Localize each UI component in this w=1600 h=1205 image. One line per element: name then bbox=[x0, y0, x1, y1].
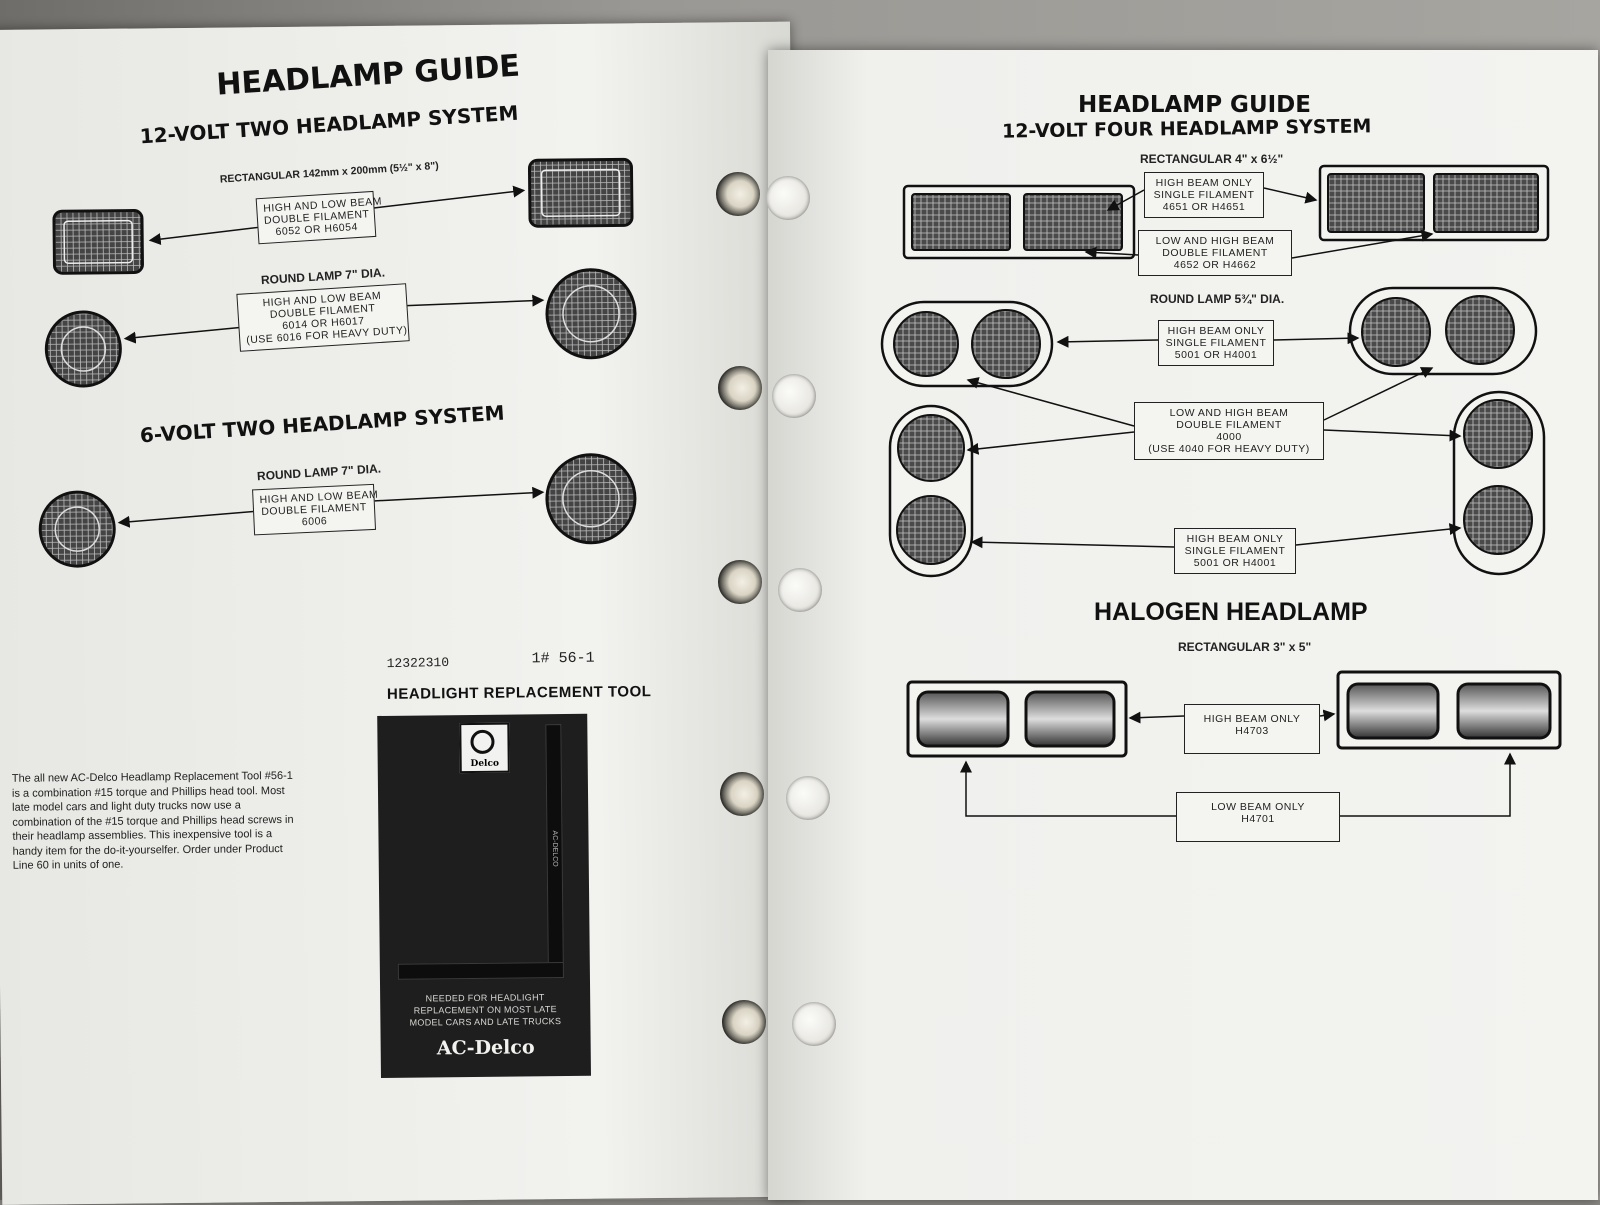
round-headlamp-left-icon bbox=[44, 310, 122, 388]
rect-low-beam-box: LOW AND HIGH BEAM DOUBLE FILAMENT 4652 O… bbox=[1138, 230, 1292, 276]
arrow-line bbox=[1273, 332, 1360, 345]
rect-headlamp-left-icon bbox=[52, 209, 144, 275]
arrow-line bbox=[1295, 523, 1462, 546]
spec-line: LOW AND HIGH BEAM bbox=[1155, 235, 1275, 247]
round-7-spec-box: HIGH AND LOW BEAM DOUBLE FILAMENT 6014 O… bbox=[236, 283, 410, 352]
tool-description: The all new AC-Delco Headlamp Replacemen… bbox=[11, 769, 294, 872]
arrow-line bbox=[970, 536, 1175, 549]
spec-line: (USE 4040 FOR HEAVY DUTY) bbox=[1148, 443, 1310, 455]
tool-wrench-shaft: AC-DELCO bbox=[545, 724, 564, 977]
arrow-line bbox=[960, 760, 1176, 817]
arrow-line bbox=[1323, 429, 1462, 442]
arrow-line bbox=[966, 431, 1135, 455]
rect-4x6-label: RECTANGULAR 4" x 6½" bbox=[1140, 152, 1284, 166]
card-line: REPLACEMENT ON MOST LATE bbox=[413, 1004, 557, 1016]
binder-hole bbox=[718, 366, 762, 410]
spec-line: HIGH BEAM ONLY bbox=[1167, 325, 1265, 337]
arrow-line bbox=[148, 226, 261, 246]
rect-bulb-spec-box: HIGH AND LOW BEAM DOUBLE FILAMENT 6052 O… bbox=[255, 190, 382, 245]
round-6v-headlamp-right-icon bbox=[545, 453, 637, 545]
right-page: HEADLAMP GUIDE 12-VOLT FOUR HEADLAMP SYS… bbox=[768, 50, 1598, 1200]
spec-line: DOUBLE FILAMENT bbox=[1162, 247, 1268, 259]
binder-hole bbox=[772, 374, 816, 418]
spec-line: H4701 bbox=[1241, 813, 1275, 825]
spec-line: LOW AND HIGH BEAM bbox=[1169, 407, 1289, 419]
left-page: HEADLAMP GUIDE 12-VOLT TWO HEADLAMP SYST… bbox=[0, 21, 803, 1205]
round-headlamp-right-icon bbox=[545, 268, 637, 360]
spec-line: H4703 bbox=[1235, 725, 1269, 737]
spec-line: LOW BEAM ONLY bbox=[1211, 801, 1305, 813]
round-pair-vertical-right-icon bbox=[1452, 390, 1546, 576]
right-page-title: HEADLAMP GUIDE bbox=[1078, 92, 1311, 118]
round-5-label: ROUND LAMP 5¾" DIA. bbox=[1150, 292, 1285, 306]
arrow-line bbox=[1291, 229, 1434, 259]
arrow-line bbox=[1323, 367, 1434, 421]
logo-text: Delco bbox=[470, 758, 499, 770]
rect-quad-left-icon bbox=[902, 184, 1136, 260]
round-high-beam-box-bottom: HIGH BEAM ONLY SINGLE FILAMENT 5001 OR H… bbox=[1174, 528, 1296, 574]
halogen-high-beam-box: HIGH BEAM ONLY H4703 bbox=[1184, 704, 1320, 754]
round-pair-top-right-icon bbox=[1348, 286, 1538, 376]
spec-line: SINGLE FILAMENT bbox=[1153, 189, 1255, 201]
arrow-line bbox=[1106, 189, 1145, 211]
brand-name: AC-Delco bbox=[436, 1036, 535, 1060]
arrow-line bbox=[123, 326, 242, 344]
binder-hole bbox=[718, 560, 762, 604]
halogen-heading: HALOGEN HEADLAMP bbox=[1094, 598, 1368, 626]
spec-line: SINGLE FILAMENT bbox=[1184, 545, 1286, 557]
round-pair-top-left-icon bbox=[880, 300, 1054, 388]
spec-line: 4651 OR H4651 bbox=[1162, 201, 1246, 213]
halogen-low-beam-box: LOW BEAM ONLY H4701 bbox=[1176, 792, 1340, 842]
rect-high-beam-box: HIGH BEAM ONLY SINGLE FILAMENT 4651 OR H… bbox=[1144, 172, 1264, 218]
card-line: MODEL CARS AND LATE TRUCKS bbox=[409, 1016, 562, 1028]
left-diagram bbox=[38, 157, 637, 568]
arrow-line bbox=[1319, 709, 1336, 722]
binder-hole bbox=[786, 776, 830, 820]
binder-hole bbox=[766, 176, 810, 220]
round-low-beam-box: LOW AND HIGH BEAM DOUBLE FILAMENT 4000 (… bbox=[1134, 402, 1324, 460]
spec-line: HIGH BEAM ONLY bbox=[1203, 713, 1301, 725]
arrow-line bbox=[1263, 187, 1318, 204]
spec-line: 4652 OR H4662 bbox=[1173, 259, 1257, 271]
halogen-pair-right-icon bbox=[1336, 670, 1562, 750]
binder-hole bbox=[722, 1000, 766, 1044]
arrow-line bbox=[406, 294, 545, 307]
tool-heading: HEADLIGHT REPLACEMENT TOOL bbox=[386, 683, 652, 703]
binder-hole bbox=[720, 772, 764, 816]
binder-hole bbox=[778, 568, 822, 612]
bar-text: AC-DELCO bbox=[550, 830, 559, 867]
tool-wrench-handle bbox=[397, 962, 564, 980]
spec-line: 4000 bbox=[1216, 431, 1242, 443]
spec-line: HIGH BEAM ONLY bbox=[1186, 533, 1284, 545]
rect-quad-right-icon bbox=[1318, 164, 1550, 242]
right-diagram bbox=[880, 164, 1562, 817]
spec-line: 5001 OR H4001 bbox=[1193, 557, 1277, 569]
arrow-line bbox=[372, 486, 545, 502]
spec-line: 5001 OR H4001 bbox=[1174, 349, 1258, 361]
tool-package-card: Delco AC-DELCO NEEDED FOR HEADLIGHT REPL… bbox=[377, 713, 591, 1078]
halogen-size-label: RECTANGULAR 3" x 5" bbox=[1178, 640, 1312, 654]
arrow-line bbox=[1084, 246, 1139, 259]
arrow-line bbox=[373, 185, 526, 209]
arrow-line bbox=[966, 377, 1135, 427]
arrow-line bbox=[1128, 711, 1185, 724]
round-high-beam-box-top: HIGH BEAM ONLY SINGLE FILAMENT 5001 OR H… bbox=[1158, 320, 1274, 366]
round-6v-headlamp-left-icon bbox=[38, 490, 116, 568]
rect-headlamp-right-icon bbox=[527, 157, 634, 228]
round-6v-spec-box: HIGH AND LOW BEAM DOUBLE FILAMENT 6006 bbox=[252, 483, 378, 536]
binder-hole bbox=[716, 172, 760, 216]
tool-part-number: 12322310 bbox=[386, 654, 450, 672]
tool-code: 1# 56-1 bbox=[531, 649, 595, 668]
spec-line: SINGLE FILAMENT bbox=[1165, 337, 1267, 349]
spec-line: HIGH BEAM ONLY bbox=[1155, 177, 1253, 189]
spec-line: DOUBLE FILAMENT bbox=[1176, 419, 1282, 431]
arrow-line bbox=[1056, 335, 1159, 348]
round-pair-vertical-left-icon bbox=[888, 404, 974, 578]
delco-logo: Delco bbox=[459, 722, 510, 774]
arrow-line bbox=[1340, 752, 1516, 817]
arrow-line bbox=[117, 510, 258, 528]
binder-hole bbox=[792, 1002, 836, 1046]
halogen-pair-left-icon bbox=[906, 680, 1128, 758]
card-line: NEEDED FOR HEADLIGHT bbox=[425, 992, 545, 1004]
